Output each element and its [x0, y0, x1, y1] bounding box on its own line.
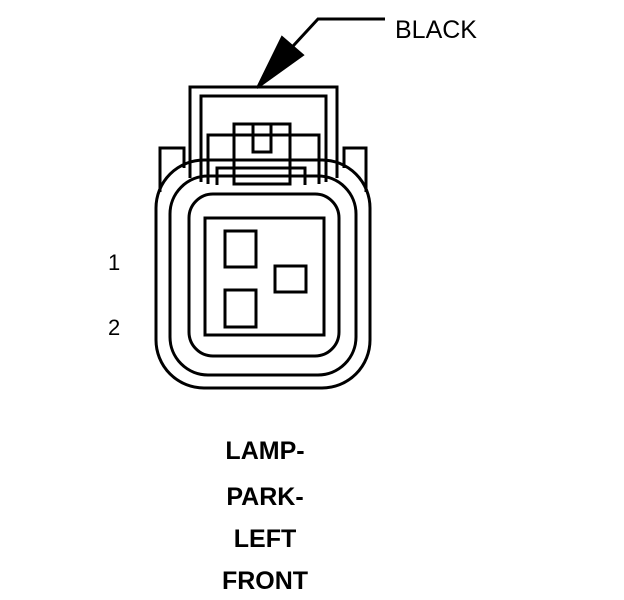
- connector-left-ear: [158, 146, 186, 192]
- callout-arrowhead: [256, 35, 305, 89]
- connector-title-line-2: PARK-: [226, 483, 304, 511]
- connector-latch-tab: [232, 122, 292, 186]
- connector-right-ear: [342, 146, 368, 192]
- connector-body-middle: [168, 174, 358, 377]
- connector-title-line-3: LEFT: [233, 525, 297, 553]
- pin-label-1: 1: [108, 250, 121, 275]
- connector-title-line-1: LAMP-: [225, 437, 305, 465]
- connector-face-inner: [203, 216, 326, 337]
- connector-latch-slot: [251, 125, 273, 154]
- pin-cavity-3: [273, 264, 308, 294]
- wire-color-label: BLACK: [395, 16, 477, 44]
- connector-top-hood-outer: [188, 85, 339, 178]
- pin-cavity-2: [223, 288, 258, 329]
- connector-top-hood-inner: [199, 94, 328, 182]
- pin-cavity-1: [223, 229, 258, 269]
- pin-label-2: 2: [108, 315, 121, 340]
- connector-title-line-4: FRONT: [221, 567, 309, 595]
- connector-body-outer: [154, 158, 372, 390]
- callout-leader-line: [280, 17, 385, 60]
- connector-face-outer: [187, 192, 341, 358]
